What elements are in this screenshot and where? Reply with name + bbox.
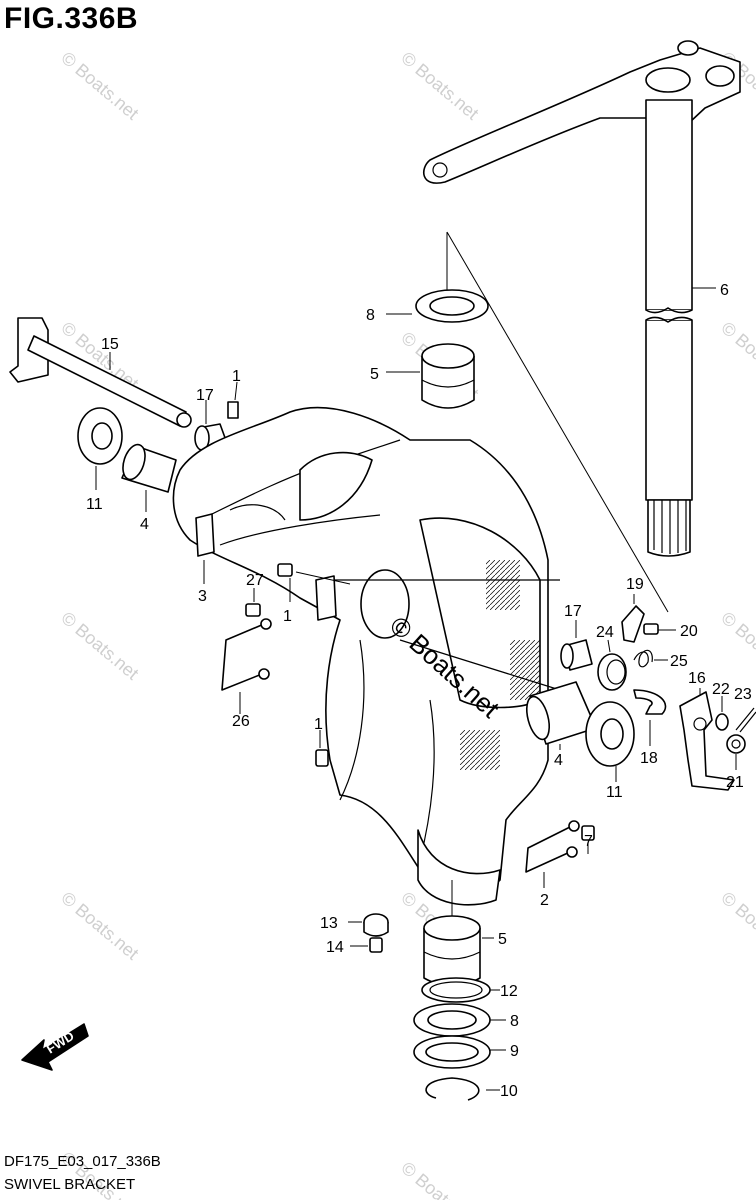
callout-label: 16 [688,670,706,687]
callout-label: 1 [232,368,241,385]
callout-label: 23 [734,686,752,703]
cotter-pin-23 [735,707,756,733]
callout-label: 1 [314,716,323,733]
callout-label: 14 [326,939,344,956]
grease-fitting-1-lower [315,730,329,767]
washer-8-bottom [413,1003,506,1037]
callout-label: 1 [283,608,292,625]
callout-label: 2 [540,892,549,909]
washer-8-top [386,289,489,323]
callout-label: 17 [196,387,214,404]
callout-label: 7 [584,833,593,850]
callout-label: 20 [680,623,698,640]
callout-label: 12 [500,983,518,1000]
lock-hook-18 [633,689,667,746]
callout-label: 4 [140,516,149,533]
plate-19 [621,594,645,643]
callout-label: 8 [366,307,375,324]
callout-label: 27 [246,572,264,589]
swivel-bracket-body [172,406,561,906]
bolt-14 [350,937,383,953]
steering-arm-shaft [422,40,741,557]
grease-fitting-1-mid [277,563,351,602]
callout-label: 5 [370,366,379,383]
lever-16 [679,688,735,791]
snap-ring-10 [425,1077,500,1101]
bushing-5-top [386,343,475,409]
watermark-text: © Boats.net [57,48,142,124]
watermark-text: © Boats.net [57,888,142,964]
bushing-17-right [560,620,593,671]
watermark-text: © Boats.net [397,1158,482,1200]
washer-11-right [585,701,635,782]
callout-label: 4 [554,752,563,769]
grease-fitting-1-top [227,381,239,419]
callout-label: 9 [510,1043,519,1060]
callout-label: 15 [101,336,119,353]
callout-label: 8 [510,1013,519,1030]
ground-wire-2 [525,820,580,888]
watermark-text: © Boats.net [717,608,756,684]
diagram-code: DF175_E03_017_336B [4,1153,161,1170]
ring-12 [421,977,500,1003]
callout-labels: 1 1 1 2 3 4 4 5 5 6 7 8 8 9 10 11 11 12 … [86,282,752,1100]
bolt-20 [643,623,676,635]
nut-21 [726,734,746,770]
watermark-text: © Boats.net [57,608,142,684]
callout-label: 22 [712,681,730,698]
callout-label: 10 [500,1083,518,1100]
callout-label: 6 [720,282,729,299]
washer-22 [715,696,729,731]
diagram-name: SWIVEL BRACKET [4,1176,136,1193]
bushing-5-bottom [423,915,494,987]
bushing-4-left [121,443,177,512]
bolt-7 [581,825,595,854]
washer-9 [413,1035,506,1069]
tilt-pin-15 [9,317,192,428]
callout-label: 3 [198,588,207,605]
callout-label: 21 [726,774,744,791]
spring-25 [633,649,668,668]
callout-label: 17 [564,603,582,620]
forward-direction-arrow: FWD [21,1023,89,1071]
figure-title: FIG.336B [4,2,139,35]
watermark-text: © Boats.net [717,318,756,394]
cap-13 [348,913,389,937]
ground-wire-26 [221,618,272,714]
callout-label: 26 [232,713,250,730]
callout-label: 18 [640,750,658,767]
callout-label: 19 [626,576,644,593]
callout-label: 13 [320,915,338,932]
washer-11-left [77,407,123,490]
assembly-guide-line [446,231,669,613]
watermark-text: © Boats.net [397,48,482,124]
spring-24 [597,639,627,691]
watermark-text: © Boats.net [717,888,756,964]
callout-label: 25 [670,653,688,670]
callout-label: 11 [86,496,103,513]
callout-label: 11 [606,784,623,801]
callout-label: 24 [596,624,614,641]
callout-label: 5 [498,931,507,948]
bolt-27 [245,588,261,617]
